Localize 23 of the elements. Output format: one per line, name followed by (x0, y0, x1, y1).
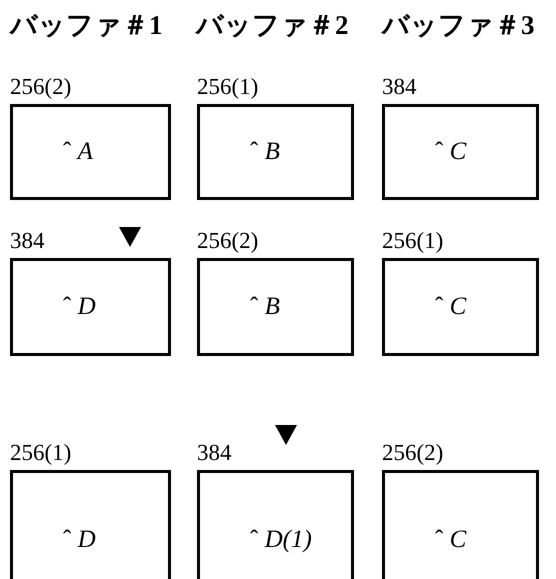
column-heading: バッファ＃3 (382, 10, 534, 40)
size-label: 256(1) (10, 440, 72, 466)
size-label: 256(2) (10, 74, 72, 100)
size-label: 256(2) (382, 440, 444, 466)
buffer-box: ˆ A (10, 104, 171, 200)
size-label: 256(2) (197, 228, 258, 254)
buffer-box: ˆ B (197, 258, 354, 356)
size-label: 256(1) (382, 228, 444, 254)
column-heading: バッファ＃1 (10, 10, 162, 40)
pointer-arrow (275, 425, 297, 445)
buffer-box: ˆ D (10, 470, 171, 579)
size-label: 384 (382, 74, 416, 100)
buffer-box: ˆ C (382, 104, 539, 200)
buffer-box: ˆ D(1) (197, 470, 354, 579)
pointer-arrow (119, 227, 141, 247)
size-label: 256(1) (197, 74, 258, 100)
size-label: 384 (10, 228, 44, 254)
column-heading: バッファ＃2 (196, 10, 348, 40)
buffer-box: ˆ B (197, 104, 354, 200)
size-label: 384 (197, 440, 232, 466)
buffer-box: ˆ D (10, 258, 171, 356)
buffer-box: ˆ C (382, 470, 539, 579)
buffer-box: ˆ C (382, 258, 539, 356)
